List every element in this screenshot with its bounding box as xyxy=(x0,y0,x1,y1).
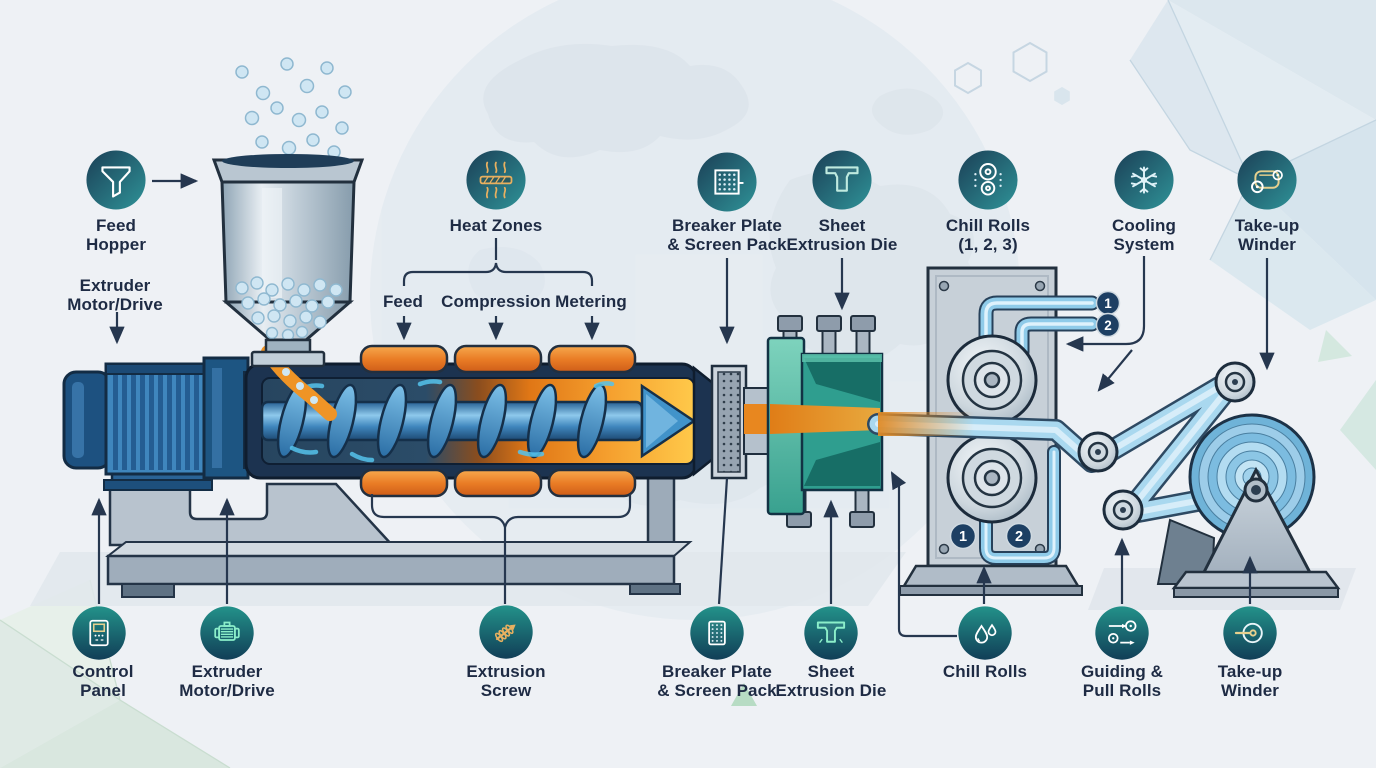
heat-zones-icon xyxy=(465,149,527,216)
label-control-panel: Control Panel xyxy=(72,662,134,700)
funnel-icon xyxy=(101,166,131,198)
guide-roller-2 xyxy=(1214,361,1256,403)
sheet-die-icon-top xyxy=(811,149,873,216)
two-rolls-icon xyxy=(974,163,1002,196)
label-heat-zones: Heat Zones xyxy=(449,216,543,235)
cooling-pipes xyxy=(978,295,1100,565)
screw-flights xyxy=(276,383,608,459)
extrusion-screw-icon xyxy=(478,604,534,665)
take-up-winder-icon-top xyxy=(1236,149,1298,216)
mesh-screen-icon xyxy=(714,169,744,195)
snowflake-icon xyxy=(1130,166,1158,194)
t-die-icon xyxy=(816,621,846,644)
barrel-support-column xyxy=(646,468,676,548)
label-feed-hopper-top: Feed Hopper xyxy=(85,216,147,254)
label-take-up-winder-bottom: Take-up Winder xyxy=(1217,662,1283,700)
chill-rolls-icon-top xyxy=(957,149,1019,216)
label-extruder-motor-bottom: Extruder Motor/Drive xyxy=(179,662,275,700)
heat-bands xyxy=(359,344,637,498)
motor-icon xyxy=(214,621,240,641)
label-breaker-plate-bottom: Breaker Plate & Screen Pack xyxy=(657,662,777,700)
arrow-cooling-diagonal xyxy=(1097,349,1133,392)
line-breaker-bottom xyxy=(717,477,729,605)
guiding-pull-rolls-icon xyxy=(1094,605,1150,666)
take-up-winder-icon-bottom xyxy=(1222,605,1278,666)
label-zone-metering: Metering xyxy=(555,292,627,311)
sheet-die-icon-bottom xyxy=(803,605,859,666)
label-chill-rolls-bottom: Chill Rolls xyxy=(942,662,1028,681)
roll-badge-1-number: 1 xyxy=(959,529,967,545)
cooling-system-icon xyxy=(1113,149,1175,216)
mesh-screen-icon xyxy=(708,620,726,646)
feed-hopper-icon xyxy=(85,149,147,216)
t-die-icon xyxy=(825,166,859,192)
label-extrusion-screw: Extrusion Screw xyxy=(466,662,546,700)
breaker-plate-icon-bottom xyxy=(689,605,745,666)
control-panel-icon xyxy=(71,605,127,666)
label-extruder-motor-side: Extruder Motor/Drive xyxy=(67,276,163,314)
guide-rollers xyxy=(1077,361,1256,531)
green-triangle-accents xyxy=(731,330,1352,706)
label-cooling-system: Cooling System xyxy=(1112,216,1176,254)
chill-roll-1 xyxy=(946,334,1038,426)
extruder-barrel-illustration xyxy=(244,345,716,480)
pipe-badge-2 xyxy=(1095,312,1121,338)
inflow-pellets xyxy=(282,368,318,404)
chill-rolls-icon-bottom xyxy=(957,605,1013,666)
take-up-winder-illustration xyxy=(1156,413,1341,598)
pipe-badge-2-number: 2 xyxy=(1104,318,1112,333)
motor-fins xyxy=(113,368,199,470)
label-sheet-die-top: Sheet Extrusion Die xyxy=(786,216,898,254)
guide-roller-1 xyxy=(1077,431,1119,473)
feed-hopper-illustration xyxy=(211,57,365,368)
extruder-motor-illustration xyxy=(62,356,259,491)
leader-lines xyxy=(91,173,1275,638)
breaker-plate-illustration xyxy=(710,364,771,480)
melt-streaks xyxy=(289,379,615,463)
water-drops-icon xyxy=(974,623,997,644)
label-guiding-pull-rolls: Guiding & Pull Rolls xyxy=(1080,662,1164,700)
extruder-motor-icon xyxy=(199,605,255,666)
panel-screws xyxy=(938,280,1046,555)
winder-core-icon xyxy=(1234,622,1263,644)
pipe-badge-1-number: 1 xyxy=(1104,296,1112,311)
guide-roller-3 xyxy=(1102,489,1144,531)
label-breaker-plate-top: Breaker Plate & Screen Pack xyxy=(667,216,787,254)
machine-base xyxy=(105,468,693,598)
die-bolts-top xyxy=(777,315,876,357)
arrow-chill-elbow xyxy=(890,471,957,638)
hexagon-decor xyxy=(954,41,1070,105)
hopper-pellets xyxy=(235,276,343,342)
roll-badge-1 xyxy=(949,522,977,550)
screw-icon xyxy=(494,624,516,643)
label-take-up-winder-top: Take-up Winder xyxy=(1234,216,1300,254)
roll-badge-2-number: 2 xyxy=(1015,529,1023,545)
roll-winder-icon xyxy=(1251,169,1283,194)
label-zone-feed: Feed xyxy=(382,292,424,311)
heater-icon xyxy=(479,161,513,199)
arrow-cooling-left xyxy=(1065,256,1146,352)
control-panel-glyph-icon xyxy=(89,619,109,647)
chill-roll-2 xyxy=(946,432,1038,524)
label-chill-rolls-top: Chill Rolls (1, 2, 3) xyxy=(945,216,1031,254)
guide-rolls-icon xyxy=(1108,620,1137,645)
falling-pellets xyxy=(235,57,352,159)
label-zone-compression: Compression xyxy=(441,292,551,311)
breaker-plate-icon-top xyxy=(696,151,758,218)
heat-zones-brace xyxy=(402,262,594,286)
roll-badge-2 xyxy=(1005,522,1033,550)
label-sheet-die-bottom: Sheet Extrusion Die xyxy=(775,662,887,700)
